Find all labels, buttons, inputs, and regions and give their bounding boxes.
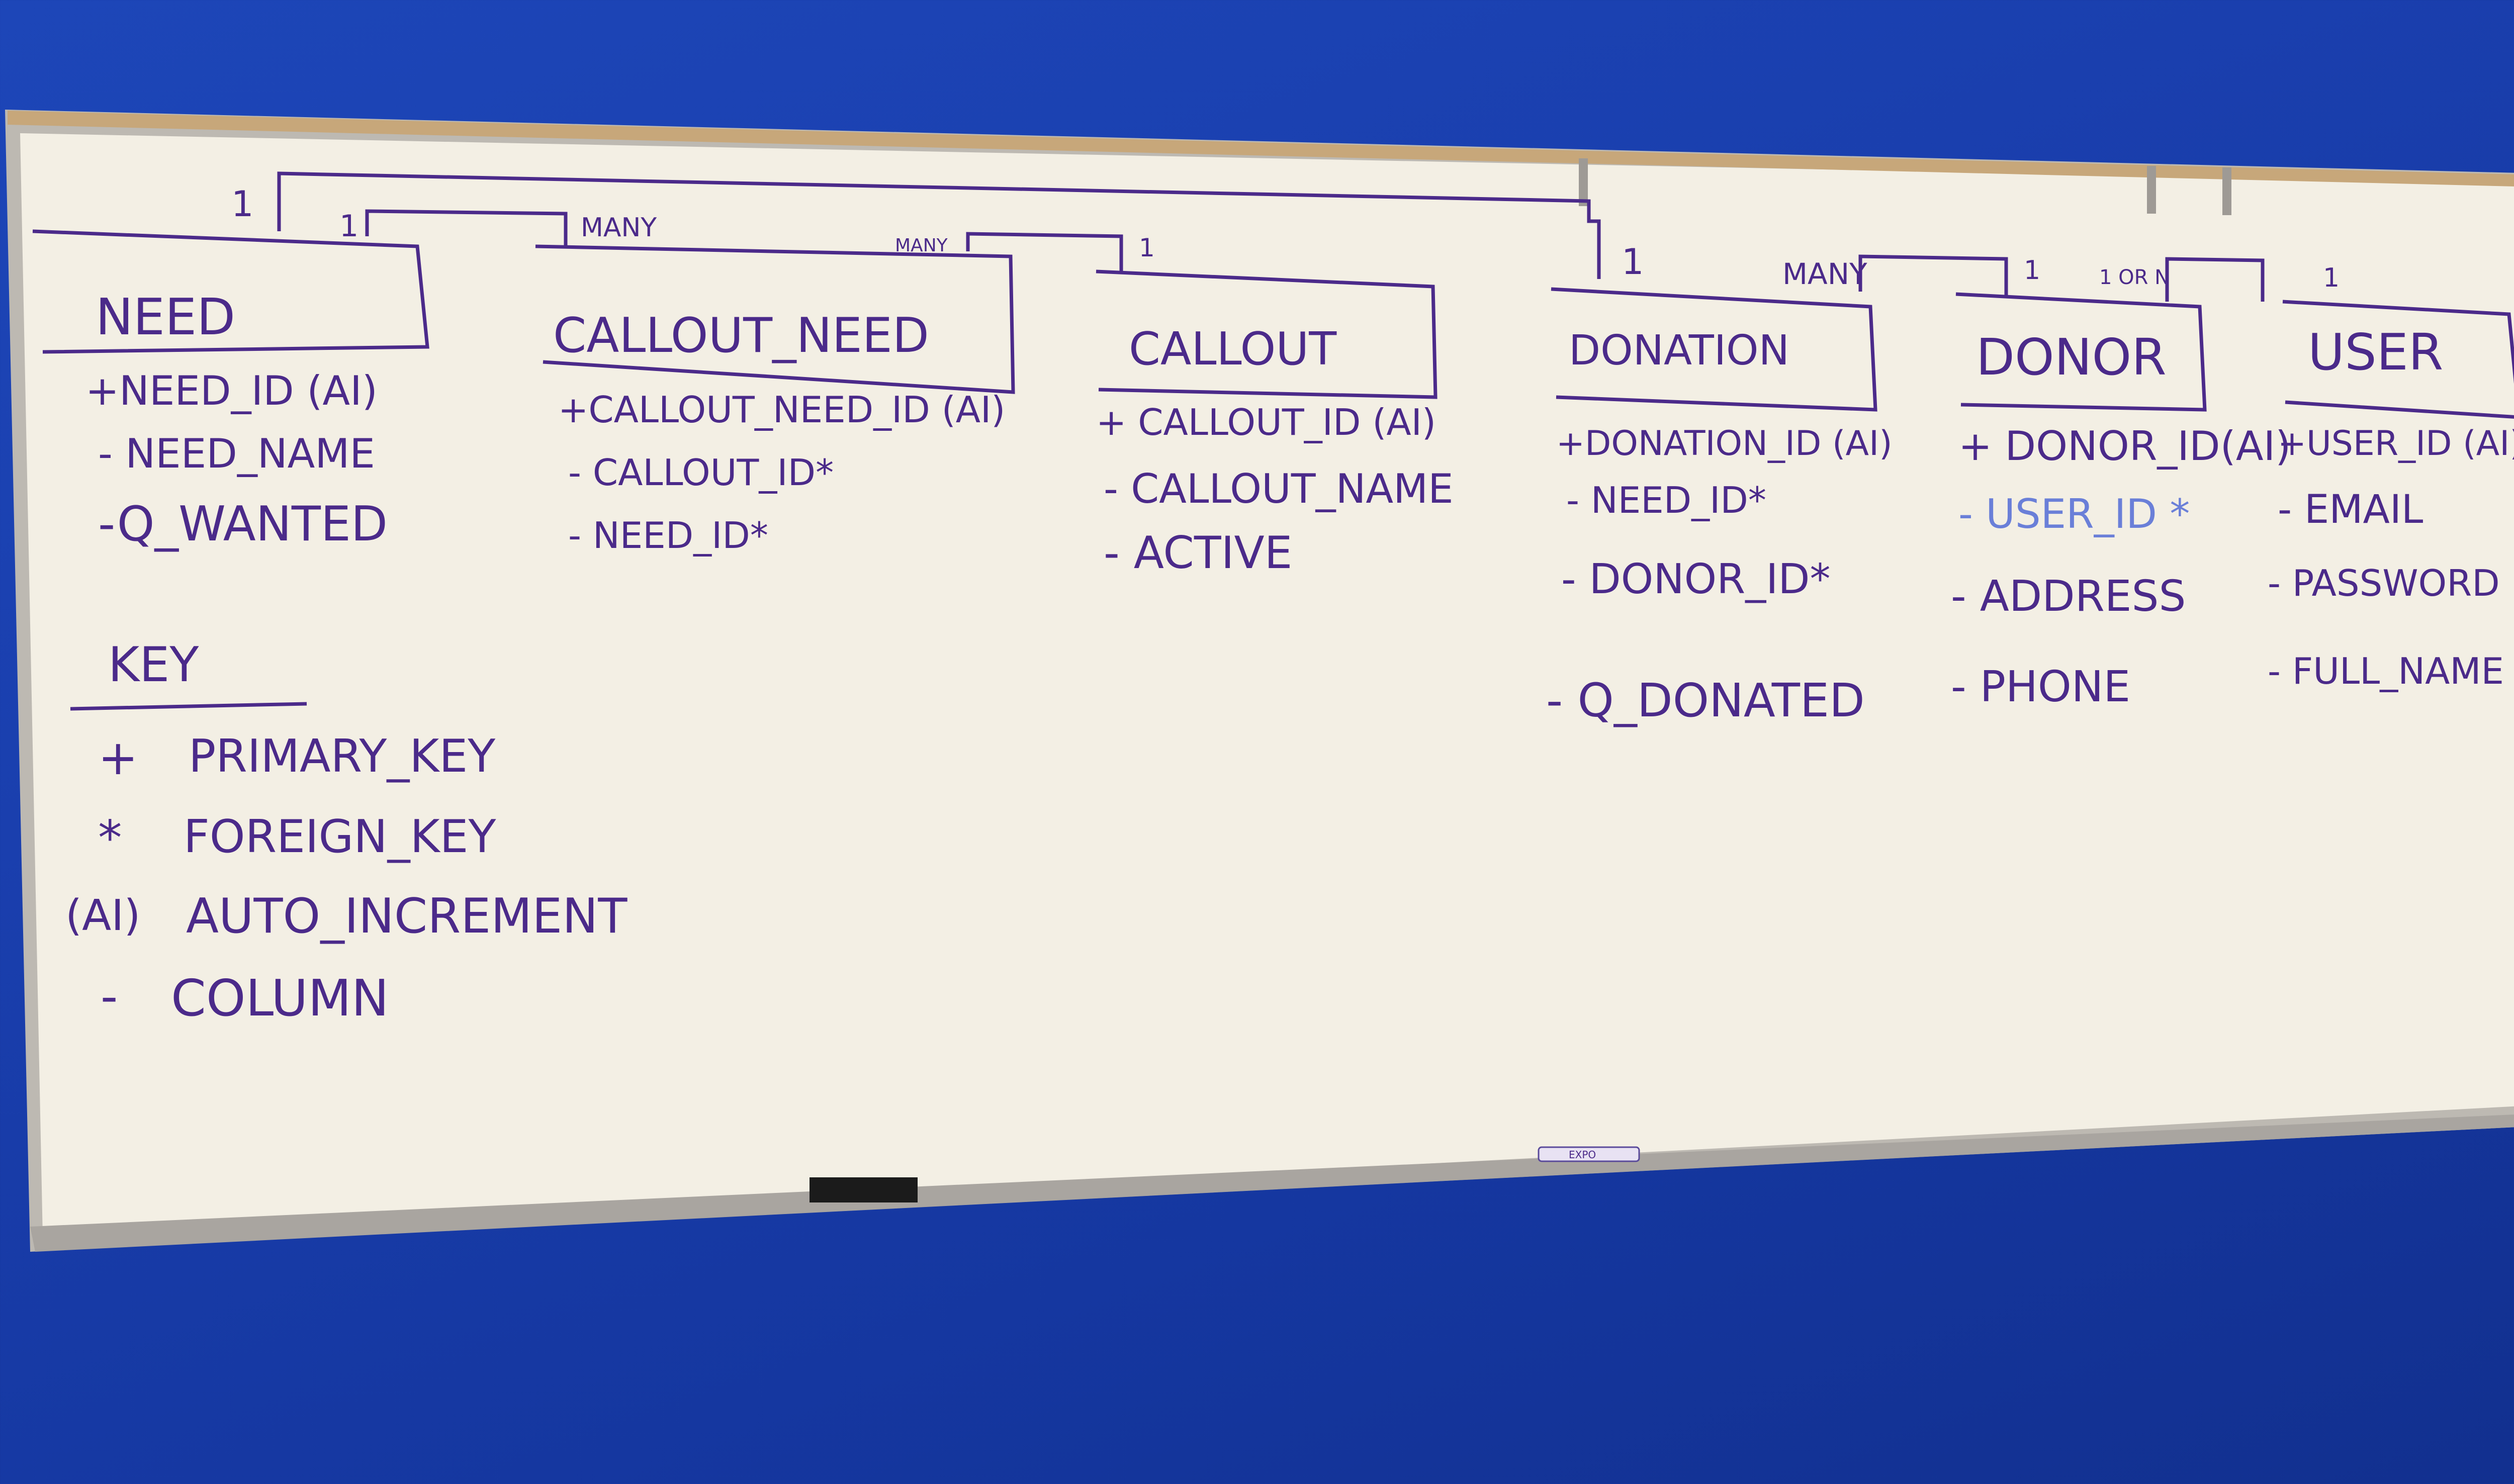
field: - NEED_ID*: [568, 514, 768, 556]
cardinality-label: MANY: [1782, 257, 1867, 291]
relationship-lines: [277, 171, 2265, 302]
rail-clip: [1579, 158, 1588, 206]
table-box-calloutneed: [535, 244, 1015, 394]
field: - NEED_ID*: [1566, 479, 1766, 521]
table-boxes: [32, 229, 2514, 419]
field: - Q_DONATED: [1546, 674, 1865, 727]
table-box-need: [32, 229, 429, 354]
field: - PASSWORD: [2268, 562, 2500, 604]
key-underline: [70, 702, 307, 711]
table-title-calloutneed: CALLOUT_NEED: [553, 308, 929, 363]
need-donation-line: [277, 171, 1601, 279]
key-legend: KEY + PRIMARY_KEY * FOREIGN_KEY (AI) AUT…: [65, 637, 627, 1028]
field: + CALLOUT_ID (AI): [1096, 401, 1436, 443]
key-symbol: *: [98, 811, 122, 866]
key-symbol: (AI): [65, 891, 141, 941]
field: -Q_WANTED: [98, 497, 388, 552]
cardinality-label: 1: [1622, 241, 1644, 283]
cardinality-label: 1: [2024, 255, 2040, 286]
table-titles: NEED CALLOUT_NEED CALLOUT DONATION DONOR…: [96, 288, 2443, 387]
key-label: FOREIGN_KEY: [184, 810, 496, 863]
field: - CALLOUT_ID*: [568, 451, 834, 494]
field: - CALLOUT_NAME: [1104, 466, 1454, 512]
marker: [1538, 1146, 1640, 1162]
field: - FULL_NAME: [2268, 650, 2504, 692]
key-symbol: +: [98, 730, 138, 786]
cardinality-label: 1: [339, 209, 358, 244]
field: +NEED_ID (AI): [85, 367, 378, 414]
marker-label: EXPO: [1569, 1149, 1596, 1161]
table-box-donation: [1551, 287, 1877, 412]
rail-clip: [2147, 166, 2156, 214]
table-title-need: NEED: [96, 288, 235, 346]
field: - ADDRESS: [1951, 572, 2186, 621]
table-box-user: [2282, 300, 2514, 419]
field: - NEED_NAME: [98, 430, 375, 477]
cardinality-label: 1: [1139, 233, 1155, 262]
donation-donor-line: [1858, 254, 2008, 297]
table-box-callout: [1096, 269, 1438, 399]
donor-user-line: [2165, 257, 2265, 302]
cardinality-label: 1: [2323, 263, 2340, 293]
field: - PHONE: [1951, 662, 2130, 712]
table-title-donation: DONATION: [1569, 327, 1789, 375]
field: - USER_ID *: [1958, 491, 2190, 537]
table-title-donor: DONOR: [1976, 328, 2167, 387]
cardinality-label: 1 OR N: [2099, 266, 2170, 289]
table-title-callout: CALLOUT: [1129, 323, 1337, 376]
field: - ACTIVE: [1104, 527, 1292, 579]
whiteboard-surface: [20, 133, 2514, 1237]
table-box-donor: [1955, 292, 2207, 412]
key-title: KEY: [108, 637, 199, 693]
field: +DONATION_ID (AI): [1556, 424, 1893, 463]
map-rail: [8, 111, 2514, 187]
whiteboard: EXPO: [5, 110, 2514, 1252]
cardinality-label: 1: [231, 183, 254, 225]
eraser: [810, 1177, 918, 1202]
field: + DONOR_ID(AI): [1958, 423, 2291, 470]
field: - EMAIL: [2278, 487, 2423, 532]
key-label: AUTO_INCREMENT: [186, 889, 627, 944]
need-calloutneed-line: [365, 209, 568, 246]
calloutneed-callout-line: [966, 232, 1123, 271]
field: +USER_ID (AI): [2278, 424, 2514, 463]
cardinality-labels: 1 1 MANY MANY 1 1 MANY 1 1 OR N 1: [231, 183, 2340, 293]
rail-clip: [2222, 167, 2231, 215]
key-label: PRIMARY_KEY: [189, 730, 496, 783]
table-fields: +NEED_ID (AI) - NEED_NAME -Q_WANTED +CAL…: [85, 367, 2514, 727]
field: - DONOR_ID*: [1561, 555, 1831, 603]
key-label: COLUMN: [171, 969, 389, 1028]
cardinality-label: MANY: [581, 213, 657, 243]
table-title-user: USER: [2308, 323, 2443, 382]
marker-tray: [30, 1115, 2514, 1252]
field: +CALLOUT_NEED_ID (AI): [558, 389, 1005, 431]
key-symbol: -: [101, 969, 118, 1025]
